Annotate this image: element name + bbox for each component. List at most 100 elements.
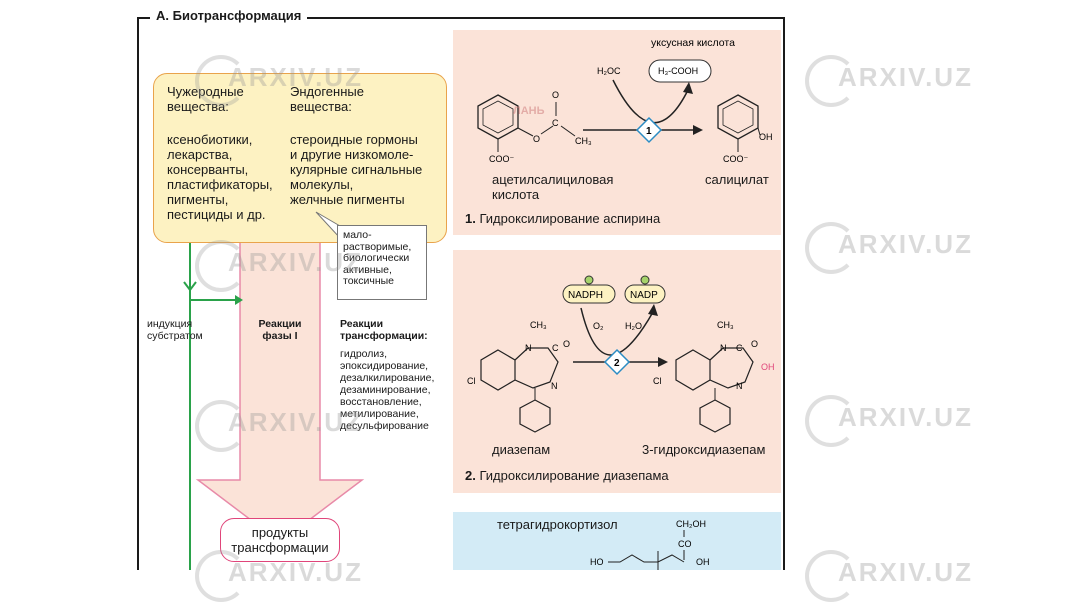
watermark-text: ARXIV.UZ	[838, 229, 973, 259]
h3cooh-label: H₃-COOH	[658, 66, 698, 76]
watermark-logo-icon	[195, 400, 247, 452]
panel-cortisol	[453, 512, 781, 570]
watermark-logo-icon	[805, 395, 857, 447]
hydroxyl-bond	[757, 127, 761, 136]
diazepam-chlorine: Cl	[467, 376, 476, 386]
substances-box	[153, 73, 447, 243]
watermark-text: ARXIV.UZ	[838, 557, 973, 587]
diazepam-n4: N	[551, 381, 558, 391]
green-line-induction	[189, 270, 235, 301]
acetic-acid-label: уксусная кислота	[651, 37, 735, 49]
cortisol-structure: CH₂OH CO OH HO	[590, 519, 710, 570]
watermark-logo-icon	[805, 55, 857, 107]
reactions-heading: Реакции трансформации:	[340, 318, 428, 342]
nadph-label: NADPH	[568, 290, 603, 301]
salicylate-ring	[717, 94, 759, 140]
frame-top-border	[137, 17, 785, 19]
watermark-text: ARXIV.UZ	[838, 62, 973, 92]
brand-mark: ЛАНЬ	[513, 105, 545, 117]
transformation-products: продукты трансформации	[220, 518, 340, 562]
watermark-logo-icon	[195, 240, 247, 292]
diazepam-diazepine-ring	[514, 347, 559, 389]
reaction-curve	[612, 79, 689, 124]
watermark-text: ARXIV.UZ	[838, 402, 973, 432]
reaction-arrowhead	[693, 125, 703, 135]
h2oc-label: H₂OC	[597, 66, 621, 76]
aspirin-caption-number: 1.	[465, 211, 476, 226]
nadph-phosphate	[584, 275, 594, 285]
enzyme-2-number: 2	[614, 358, 620, 369]
watermark-logo-icon	[805, 222, 857, 274]
enzyme-1-icon	[635, 116, 663, 144]
enzyme-1-number: 1	[646, 126, 652, 137]
diazepam-c2: C	[552, 343, 559, 353]
hydroxydiazepam-oxygen: O	[751, 339, 758, 349]
salicylate-hydroxyl: OH	[759, 132, 773, 142]
nadp-pill	[624, 284, 666, 304]
aspirin-ring-inner	[482, 100, 514, 134]
salicylate-ring-inner	[722, 100, 754, 134]
diazepam-name: диазепам	[492, 442, 551, 457]
ester-oxygen: O	[533, 134, 540, 144]
green-arrowhead-right	[235, 295, 243, 305]
aspirin-ring	[477, 94, 519, 140]
aspirin-name: ацетилсалициловая кислота	[492, 172, 614, 202]
aspirin-caption-text: Гидроксилирование аспирина	[475, 211, 661, 226]
ester-bond	[517, 127, 534, 137]
reactions-list: гидролиз, эпоксидирование, дезалкилирова…	[340, 348, 435, 432]
methyl-bond	[560, 125, 576, 137]
carbonyl-bond	[540, 125, 554, 135]
phase1-big-arrow	[195, 239, 365, 543]
hydroxydiazepam-diazepine-ring	[709, 347, 754, 389]
carbonyl-carbon: C	[552, 118, 559, 128]
carbonyl-oxygen: O	[552, 90, 559, 100]
diazepam-reaction-scheme: NADPH NADP O₂ H₂O 2 CH₃ N C O N Cl CH₃ N…	[467, 275, 775, 433]
hydroxydiazepam-n4: N	[736, 381, 743, 391]
diazepam-caption: 2. Гидроксилирование диазепама	[465, 468, 669, 483]
reaction-arrowhead-2	[658, 357, 668, 367]
properties-callout: мало- растворимые, биологически активные…	[337, 225, 427, 300]
salicylate-carboxylate: COO⁻	[723, 154, 749, 164]
hydroxydiazepam-c2: C	[736, 343, 743, 353]
section-title: А. Биотрансформация	[150, 8, 308, 23]
frame-left-border	[137, 17, 139, 570]
methyl-label: CH₃	[575, 136, 592, 146]
cortisol-ring-edge	[608, 554, 685, 563]
watermark-text: ARXIV.UZ	[228, 62, 363, 92]
nadp-label: NADP	[630, 290, 658, 301]
redox-curve	[580, 307, 654, 356]
endogenous-substances-heading: Эндогенные вещества:	[290, 84, 364, 114]
watermark-text: ARXIV.UZ	[228, 407, 363, 437]
watermark-text: ARXIV.UZ	[228, 247, 363, 277]
green-arrowhead-down	[183, 281, 197, 292]
endogenous-substances-list: стероидные гормоны и другие низкомоле- к…	[290, 132, 423, 207]
curve-arrowhead	[683, 82, 693, 94]
diazepam-methyl: CH₃	[530, 320, 547, 330]
hydroxydiazepam-methyl: CH₃	[717, 320, 734, 330]
induction-label: индукция субстратом	[147, 318, 203, 342]
aspirin-reaction-scheme: уксусная кислота H₂OC H₃-COOH 1 O C O CH…	[477, 37, 773, 164]
enzyme-2-icon	[603, 348, 631, 376]
hydroxydiazepam-chlorine: Cl	[653, 376, 662, 386]
hydroxydiazepam-n1: N	[720, 343, 727, 353]
phase1-label: Реакции фазы I	[258, 318, 302, 342]
oxygen-label: O₂	[593, 321, 604, 331]
nadph-pill	[562, 284, 616, 304]
aspirin-caption: 1. Гидроксилирование аспирина	[465, 211, 660, 226]
hydroxydiazepam-hydroxyl: OH	[761, 362, 775, 372]
diazepam-oxygen: O	[563, 339, 570, 349]
watermark-logo-icon	[195, 55, 247, 107]
diazepam-caption-number: 2.	[465, 468, 476, 483]
diazepam-phenyl-ring	[519, 399, 551, 433]
tetrahydrocortisol-name: тетрагидрокортизол	[497, 517, 618, 532]
diazepam-n1: N	[525, 343, 532, 353]
hydroxydiazepam-benzene-ring	[675, 349, 711, 391]
diazepam-caption-text: Гидроксилирование диазепама	[475, 468, 669, 483]
aspirin-carboxylate: COO⁻	[489, 154, 515, 164]
salicylate-name: салицилат	[705, 172, 769, 187]
watermark-text: ARXIV.UZ	[228, 557, 363, 587]
redox-arrowhead	[648, 304, 658, 316]
foreign-substances-list: ксенобиотики, лекарства, консерванты, пл…	[167, 132, 273, 222]
water-label: H₂O	[625, 321, 642, 331]
hydroxydiazepam-name: 3-гидроксидиазепам	[642, 442, 766, 457]
